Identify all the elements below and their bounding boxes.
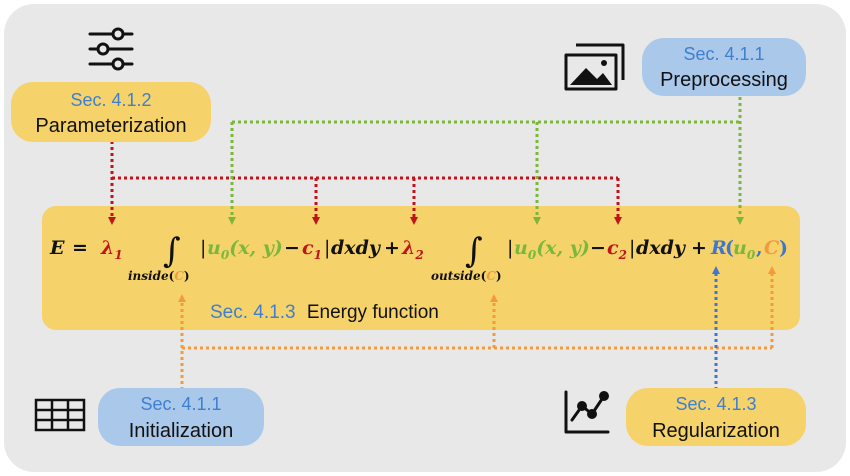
eq-c1: c1: [302, 237, 322, 262]
preprocessing-sec: Sec. 4.1.1: [683, 44, 764, 64]
eq-domain-outside: outside(C): [431, 269, 502, 283]
eq-E: E: [49, 237, 65, 259]
eq-R-rparen: ): [779, 237, 788, 259]
eq-bar-3: |: [507, 237, 513, 259]
energy-sec: Sec. 4.1.3: [210, 302, 296, 323]
eq-R-comma: ,: [756, 237, 763, 259]
eq-dxdy-2: dxdy: [636, 237, 687, 259]
eq-minus-1: −: [284, 237, 300, 259]
eq-lambda2: λ2: [401, 237, 424, 262]
parameterization-sec: Sec. 4.1.2: [70, 90, 151, 110]
eq-R-C: C: [764, 237, 779, 259]
regularization-label: Regularization: [652, 420, 780, 442]
eq-minus-2: −: [590, 237, 606, 259]
initialization-sec: Sec. 4.1.1: [140, 394, 221, 414]
eq-equals: =: [72, 237, 88, 259]
eq-u0-2: u0(x, y): [514, 237, 590, 262]
regularization-sec: Sec. 4.1.3: [675, 394, 756, 414]
eq-dxdy-1: dxdy: [331, 237, 382, 259]
regularization-box: Sec. 4.1.3 Regularization: [626, 388, 806, 446]
initialization-label: Initialization: [129, 420, 234, 442]
eq-u0-1: u0(x, y): [207, 237, 283, 262]
eq-integral-1: ∫: [163, 231, 181, 271]
eq-bar-1: |: [200, 237, 206, 259]
sliders-icon: [88, 27, 134, 71]
eq-plus-2: +: [691, 237, 707, 259]
green-connectors: [228, 97, 744, 225]
preprocessing-box: Sec. 4.1.1 Preprocessing: [642, 38, 806, 96]
energy-label: Energy function: [307, 302, 439, 323]
eq-plus-1: +: [384, 237, 400, 259]
energy-function-caption: Sec. 4.1.3 Energy function: [210, 302, 439, 323]
eq-domain-inside: inside(C): [128, 269, 190, 283]
eq-R-lparen: (: [725, 237, 734, 259]
line-chart-icon: [564, 390, 610, 434]
preprocessing-label: Preprocessing: [660, 69, 788, 91]
images-icon: [564, 43, 625, 91]
eq-c2: c2: [607, 237, 627, 262]
eq-lambda1: λ1: [100, 237, 123, 262]
eq-R: R: [710, 237, 727, 259]
orange-connectors: [178, 266, 776, 390]
red-connectors: [108, 141, 622, 225]
eq-bar-2: |: [324, 237, 330, 259]
eq-integral-2: ∫: [465, 231, 483, 271]
eq-R-u0: u0: [733, 237, 756, 262]
energy-function-box: [42, 206, 800, 330]
eq-bar-4: |: [629, 237, 635, 259]
parameterization-box: Sec. 4.1.2 Parameterization: [11, 82, 211, 142]
grid-table-icon: [34, 398, 86, 432]
parameterization-label: Parameterization: [35, 115, 186, 137]
energy-equation: E = λ1 ∫ inside(C) | u0(x, y) − c1 | dxd…: [49, 231, 788, 283]
initialization-box: Sec. 4.1.1 Initialization: [98, 388, 264, 446]
